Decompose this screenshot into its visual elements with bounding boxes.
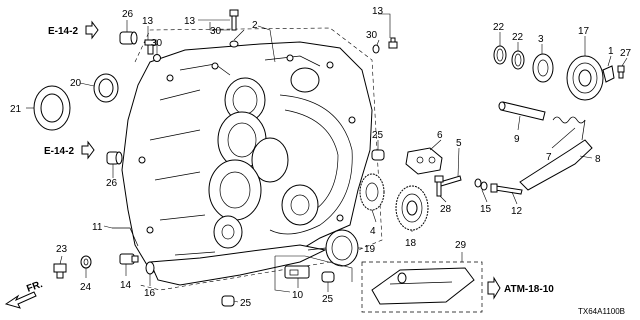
part-27-bolt <box>617 65 625 79</box>
callout-20: 20 <box>70 78 82 89</box>
callout-22-a: 22 <box>493 22 505 33</box>
part-3-servo <box>532 53 554 83</box>
callout-23: 23 <box>56 244 68 255</box>
part-9-shaft <box>498 101 546 121</box>
part-21-oil-seal <box>33 85 71 131</box>
callout-9: 9 <box>514 134 520 145</box>
callout-13-top-right: 13 <box>372 6 384 17</box>
part-25-dowel-bottom <box>221 295 235 307</box>
part-11-pipe <box>112 227 139 247</box>
callout-labels: 26 13 30 13 30 2 13 30 20 21 26 11 22 22… <box>10 6 632 309</box>
part-22-o-ring-b <box>511 50 525 70</box>
part-6-bracket <box>405 147 443 175</box>
callout-13-top-left: 13 <box>142 16 154 27</box>
part-30-washer-top-left <box>153 54 161 62</box>
part-1-plate <box>602 65 615 83</box>
callout-18: 18 <box>405 238 417 249</box>
part-13-bolt-top-center <box>229 9 239 31</box>
callout-16: 16 <box>144 288 156 299</box>
callout-13-top-center: 13 <box>184 16 196 27</box>
reference-e142-top: E-14-2 <box>48 26 78 37</box>
callout-27: 27 <box>620 48 632 59</box>
part-30-washer-top-center <box>229 40 239 48</box>
callout-29: 29 <box>455 240 467 251</box>
part-18-gear <box>395 185 429 231</box>
callout-11: 11 <box>92 222 103 233</box>
part-25-dowel-right <box>371 149 385 161</box>
callout-6: 6 <box>437 130 443 141</box>
part-14-plug <box>119 253 139 265</box>
part-23-drain-bolt <box>53 263 67 279</box>
callout-4: 4 <box>370 226 376 237</box>
callout-19: 19 <box>364 244 376 255</box>
e142-left-arrow <box>81 140 95 160</box>
callout-30-top-center: 30 <box>210 26 222 37</box>
part-28-bolt <box>434 175 444 197</box>
callout-21: 21 <box>10 104 22 115</box>
part-17-bearing <box>566 55 604 101</box>
part-15-washer <box>474 178 488 191</box>
callout-25-lower-center: 25 <box>322 294 334 305</box>
leader-lines <box>26 13 628 303</box>
callout-12: 12 <box>511 206 523 217</box>
callout-25-right: 25 <box>372 130 384 141</box>
callout-26-top: 26 <box>122 9 134 20</box>
part-10-sensor <box>284 265 310 279</box>
callout-30-top-right: 30 <box>366 30 378 41</box>
atm-reference-arrow <box>487 276 501 300</box>
callout-7: 7 <box>546 152 552 163</box>
callout-26-left: 26 <box>106 178 118 189</box>
part-29-strainer-group <box>361 252 483 313</box>
part-16-washer <box>145 261 155 275</box>
part-26-dowel-top <box>119 31 138 45</box>
part-8-lever <box>519 139 593 191</box>
callout-25-bottom: 25 <box>240 298 252 309</box>
callout-3: 3 <box>538 34 544 45</box>
part-24-washer <box>80 255 92 269</box>
callout-10: 10 <box>292 290 304 301</box>
callout-17: 17 <box>578 26 590 37</box>
part-4-gear <box>359 173 385 211</box>
part-7-spring <box>552 116 586 141</box>
callout-8: 8 <box>595 154 601 165</box>
part-22-o-ring-a <box>493 45 507 65</box>
callout-15: 15 <box>480 204 492 215</box>
callout-22-b: 22 <box>512 32 524 43</box>
callout-5: 5 <box>456 138 462 149</box>
reference-e142-left: E-14-2 <box>44 146 74 157</box>
callout-1: 1 <box>608 46 614 57</box>
reference-atm: ATM-18-10 <box>504 284 554 295</box>
part-12-bolt <box>490 183 523 195</box>
front-direction-label: FR. <box>25 279 44 295</box>
callout-24: 24 <box>80 282 92 293</box>
part-25-dowel-lower-center <box>321 271 335 283</box>
part-30-washer-top-right <box>372 44 380 54</box>
front-direction-arrow <box>4 291 37 309</box>
part-26-dowel-left <box>106 151 123 165</box>
part-13-bolt-top-right <box>388 37 398 49</box>
part-20-oil-seal <box>93 73 119 103</box>
e142-top-arrow <box>85 20 99 40</box>
transmission-housing <box>121 41 373 286</box>
part-13-bolt-top-left <box>144 39 157 55</box>
callout-2: 2 <box>252 20 258 31</box>
diagram-code: TX64A1100B <box>578 307 625 316</box>
callout-28: 28 <box>440 204 452 215</box>
callout-14: 14 <box>120 280 132 291</box>
callout-30-top-left: 30 <box>151 38 163 49</box>
